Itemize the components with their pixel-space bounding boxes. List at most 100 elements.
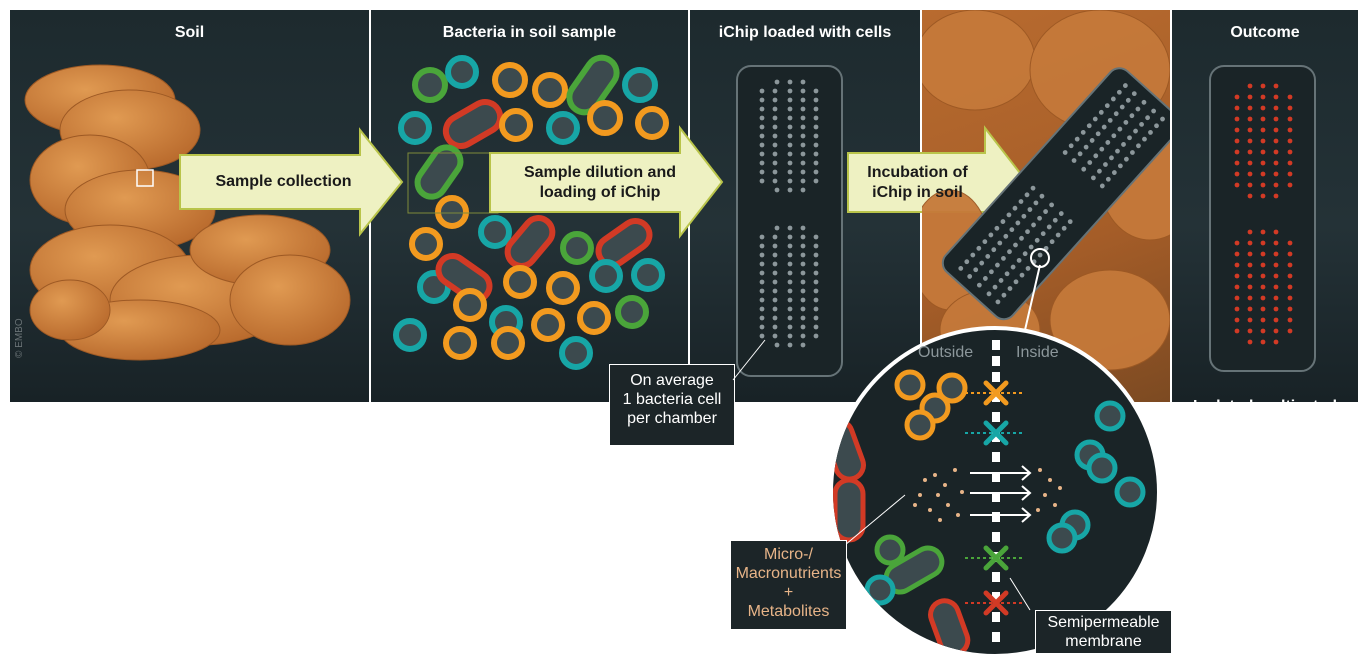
chamber-dot [1287, 251, 1293, 257]
chamber-dot [1247, 306, 1253, 312]
chamber-dot [1101, 124, 1107, 130]
chamber-dot [813, 324, 819, 330]
chamber-dot [1273, 160, 1279, 166]
chamber-dot [995, 262, 1000, 268]
chamber-dot [1111, 133, 1117, 139]
chamber-dot [813, 97, 819, 103]
chamber-dot [800, 169, 806, 175]
chamber-dot [1260, 229, 1266, 235]
chamber-dot [1260, 295, 1266, 301]
chamber-dot [772, 270, 778, 276]
chamber-dot [1247, 127, 1253, 133]
chamber-dot [759, 151, 765, 157]
chamber-dot [813, 333, 819, 339]
arrow-label-collection: Sample collection [215, 173, 352, 190]
chamber-dot [1015, 220, 1021, 226]
chamber-dot [772, 160, 778, 166]
arrow-sample-dilution [489, 125, 724, 239]
chamber-dot [1021, 213, 1027, 219]
chamber-dot [1087, 160, 1093, 165]
chamber-dot [759, 297, 765, 303]
chamber-dot [1148, 130, 1153, 135]
chamber-dot [1260, 251, 1266, 257]
chamber-dot [1136, 143, 1141, 149]
chamber-dot [1260, 284, 1266, 290]
chamber-dot [813, 142, 819, 148]
chamber-dot [1287, 240, 1293, 246]
chamber-dot [759, 124, 765, 130]
chamber-dot [1130, 150, 1135, 155]
chamber-dot [1004, 271, 1010, 277]
chamber-dot [1006, 212, 1012, 218]
callout-membrane: Semipermeable membrane [1035, 610, 1172, 654]
chamber-dot [1090, 175, 1096, 181]
chamber-dot [800, 178, 806, 184]
chamber-dot [800, 151, 806, 157]
chamber-dot [787, 124, 793, 130]
chamber-dot [1117, 163, 1123, 169]
chamber-dot [787, 151, 793, 157]
ichip-chambers [759, 79, 819, 348]
chamber-dot [1121, 142, 1126, 147]
chamber-dot [1127, 135, 1132, 141]
chamber-dot [772, 288, 778, 294]
chamber-dot [1052, 217, 1058, 223]
chamber-dot [759, 133, 765, 139]
chamber-dot [800, 79, 806, 85]
chamber-dot [1247, 328, 1253, 334]
chamber-dot [1025, 266, 1031, 271]
chamber-dot [787, 324, 793, 330]
chamber-dot [772, 124, 778, 130]
chamber-dot [1074, 136, 1080, 142]
chamber-dot [1031, 222, 1036, 228]
chamber-dot [772, 279, 778, 285]
chamber-dot [813, 169, 819, 175]
chamber-dot [1043, 209, 1048, 214]
chamber-dot [774, 187, 780, 193]
chamber-dot [1260, 273, 1266, 279]
outcome-ichip [1209, 65, 1316, 372]
chamber-dot [1022, 251, 1028, 257]
chamber-dot [813, 270, 819, 276]
arrow-label-incubation-1: Incubation of [867, 164, 968, 181]
chamber-dot [1234, 317, 1240, 323]
chamber-dot [1273, 339, 1279, 345]
chamber-dot [1287, 284, 1293, 290]
chamber-dot [1093, 153, 1099, 159]
chamber-dot [759, 115, 765, 121]
chamber-dot [1273, 105, 1279, 111]
chamber-dot [1287, 116, 1293, 122]
chamber-dot [813, 115, 819, 121]
chamber-dot [800, 315, 806, 321]
chamber-dot [1234, 171, 1240, 177]
chamber-dot [1013, 279, 1019, 285]
chamber-dot [970, 252, 976, 258]
chamber-dot [1234, 182, 1240, 188]
chamber-dot [1287, 160, 1293, 166]
chamber-dot [1030, 185, 1036, 191]
chamber-dot [787, 270, 793, 276]
chamber-dot [772, 324, 778, 330]
chamber-dot [813, 306, 819, 312]
chamber-dot [1123, 119, 1129, 125]
chamber-dot [1247, 262, 1253, 268]
chamber-dot [787, 133, 793, 139]
chamber-dot [1234, 94, 1240, 100]
chamber-dot [787, 306, 793, 312]
chamber-dot [800, 97, 806, 103]
chamber-dot [1260, 116, 1266, 122]
chamber-dot [1273, 328, 1279, 334]
chamber-dot [759, 178, 765, 184]
panel-title-ichip: iChip loaded with cells [718, 24, 892, 41]
chamber-dot [1260, 149, 1266, 155]
chamber-dot [1133, 128, 1138, 134]
chamber-dot [1287, 182, 1293, 188]
chamber-dot [1067, 219, 1073, 224]
chamber-dot [1247, 193, 1253, 199]
chamber-dot [759, 270, 765, 276]
chamber-dot [800, 160, 806, 166]
sample-square [136, 169, 154, 187]
chamber-dot [787, 279, 793, 285]
chamber-dot [1247, 160, 1253, 166]
